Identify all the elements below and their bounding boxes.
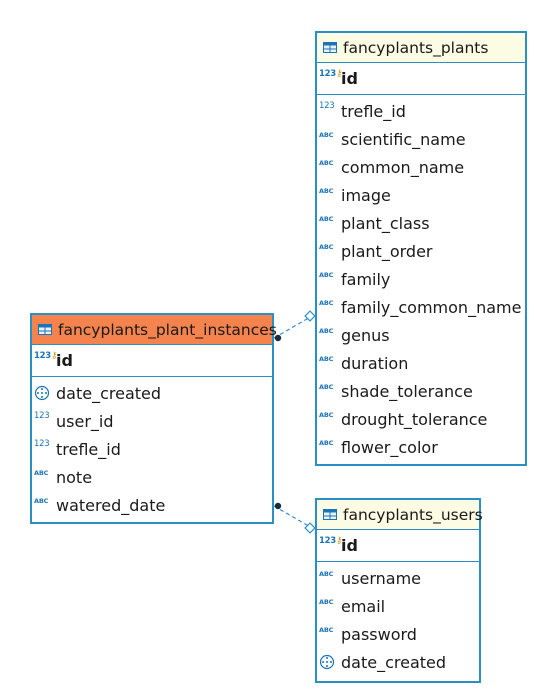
column-row[interactable]: ABC drought_tolerance	[317, 405, 525, 433]
table-header[interactable]: fancyplants_users	[317, 500, 483, 530]
column-name: username	[341, 568, 421, 588]
text-type-icon: ABC	[319, 327, 334, 335]
table-name: fancyplants_plants	[343, 38, 489, 57]
date-type-icon	[319, 654, 335, 670]
column-row[interactable]: ABC plant_order	[317, 237, 525, 265]
text-type-icon: ABC	[319, 131, 334, 139]
column-name: id	[56, 351, 73, 370]
column-row[interactable]: ABC flower_color	[317, 433, 525, 461]
column-row[interactable]: 123 trefle_id	[317, 97, 525, 125]
text-type-icon: ABC	[319, 439, 334, 447]
column-name: common_name	[341, 157, 465, 177]
table-name: fancyplants_plant_instances	[58, 320, 277, 339]
column-row[interactable]: ABC duration	[317, 349, 525, 377]
column-row[interactable]: ABC common_name	[317, 153, 525, 181]
primary-key-icon: 123⚷	[319, 68, 343, 79]
text-type-icon: ABC	[319, 570, 334, 578]
table-name: fancyplants_users	[343, 505, 483, 524]
table-icon	[38, 324, 52, 335]
column-name: plant_class	[341, 213, 430, 233]
numeric-type-icon: 123	[34, 411, 50, 421]
column-name: password	[341, 624, 417, 644]
column-row[interactable]: date_created	[32, 379, 272, 407]
text-type-icon: ABC	[34, 497, 49, 505]
column-name: shade_tolerance	[341, 381, 473, 401]
column-name: user_id	[56, 411, 114, 431]
text-type-icon: ABC	[319, 383, 334, 391]
table-fancyplants-plant-instances[interactable]: fancyplants_plant_instances 123⚷ id date…	[30, 313, 277, 524]
link-target-diamond	[304, 522, 316, 534]
column-row[interactable]: 123 trefle_id	[32, 435, 272, 463]
date-type-icon	[34, 385, 50, 401]
text-type-icon: ABC	[34, 469, 49, 477]
text-type-icon: ABC	[319, 243, 334, 251]
column-name: date_created	[56, 383, 162, 403]
column-name: image	[341, 185, 391, 205]
table-header[interactable]: fancyplants_plant_instances	[32, 315, 277, 345]
numeric-type-icon: 123	[319, 101, 335, 111]
table-header[interactable]: fancyplants_plants	[317, 33, 525, 63]
column-name: scientific_name	[341, 129, 466, 149]
text-type-icon: ABC	[319, 355, 334, 363]
link-target-diamond	[304, 310, 316, 322]
column-name: drought_tolerance	[341, 409, 488, 429]
column-name: genus	[341, 325, 390, 345]
column-row[interactable]: 123 user_id	[32, 407, 272, 435]
column-row[interactable]: ABC scientific_name	[317, 125, 525, 153]
column-name: id	[341, 536, 358, 555]
column-row[interactable]: ABC username	[317, 564, 479, 592]
primary-key-icon: 123⚷	[34, 350, 58, 361]
column-name: family	[341, 269, 391, 289]
column-name: flower_color	[341, 437, 438, 457]
column-name: duration	[341, 353, 409, 373]
text-type-icon: ABC	[319, 626, 334, 634]
column-name: plant_order	[341, 241, 433, 261]
column-row[interactable]: ABC shade_tolerance	[317, 377, 525, 405]
column-row[interactable]: ABC note	[32, 463, 272, 491]
text-type-icon: ABC	[319, 299, 334, 307]
column-name: trefle_id	[56, 439, 121, 459]
column-name: watered_date	[56, 495, 166, 515]
link-source-dot	[274, 502, 282, 510]
link-instances-to-plants[interactable]	[273, 310, 316, 342]
column-name: date_created	[341, 652, 447, 672]
column-row[interactable]: ABC genus	[317, 321, 525, 349]
column-row[interactable]: ABC watered_date	[32, 491, 272, 519]
primary-key-row[interactable]: 123⚷ id	[317, 530, 479, 562]
column-name: note	[56, 467, 93, 487]
column-name: family_common_name	[341, 297, 522, 317]
column-row[interactable]: ABC family_common_name	[317, 293, 525, 321]
column-row[interactable]: ABC family	[317, 265, 525, 293]
column-row[interactable]: ABC email	[317, 592, 479, 620]
text-type-icon: ABC	[319, 411, 334, 419]
link-instances-to-users[interactable]	[273, 502, 316, 534]
column-row[interactable]: ABC plant_class	[317, 209, 525, 237]
text-type-icon: ABC	[319, 187, 334, 195]
column-row[interactable]: date_created	[317, 648, 479, 676]
primary-key-row[interactable]: 123⚷ id	[32, 345, 272, 377]
primary-key-row[interactable]: 123⚷ id	[317, 63, 525, 95]
primary-key-icon: 123⚷	[319, 535, 343, 546]
column-name: email	[341, 596, 386, 616]
column-name: trefle_id	[341, 101, 406, 121]
text-type-icon: ABC	[319, 598, 334, 606]
numeric-type-icon: 123	[34, 439, 50, 449]
column-row[interactable]: ABC image	[317, 181, 525, 209]
table-icon	[323, 509, 337, 520]
text-type-icon: ABC	[319, 215, 334, 223]
text-type-icon: ABC	[319, 159, 334, 167]
table-icon	[323, 42, 337, 53]
column-row[interactable]: ABC password	[317, 620, 479, 648]
column-name: id	[341, 69, 358, 88]
text-type-icon: ABC	[319, 271, 334, 279]
